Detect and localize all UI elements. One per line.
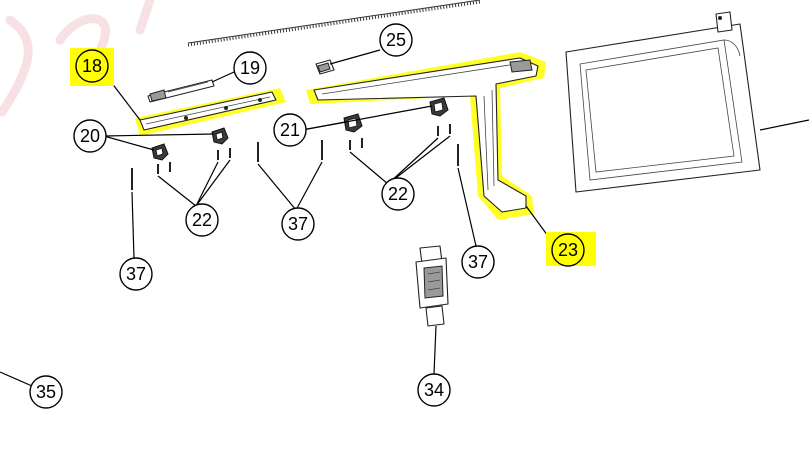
callout-22-left-label: 22: [192, 210, 212, 230]
part-34-latch: [415, 245, 449, 327]
part-22-screws-left: [157, 148, 231, 174]
part-22-screws-right: [349, 124, 451, 150]
corner-part: [715, 11, 733, 33]
leader-lines: [103, 49, 549, 375]
part-37-screws: [131, 140, 459, 190]
callout-25: 25: [379, 23, 413, 57]
callout-19: 19: [233, 51, 267, 85]
callout-37-left: 37: [119, 257, 153, 291]
leader-35: [0, 371, 33, 387]
top-rod: [187, 0, 481, 47]
part-21-clips: [343, 97, 449, 133]
part-20-clips: [151, 127, 229, 161]
callout-18: 18: [70, 48, 114, 86]
part-19-handle: [147, 79, 215, 103]
callout-21-label: 21: [280, 120, 300, 140]
callout-25-label: 25: [386, 30, 406, 50]
callout-34-label: 34: [424, 380, 444, 400]
callout-19-label: 19: [240, 58, 260, 78]
callout-20-label: 20: [80, 126, 100, 146]
callout-22-right: 22: [381, 177, 415, 211]
callout-18-label: 18: [82, 56, 102, 76]
callout-20: 20: [73, 119, 107, 153]
callout-37-mid-label: 37: [288, 214, 308, 234]
callout-37-right: 37: [461, 245, 495, 279]
callout-35-label: 35: [36, 382, 56, 402]
callout-34: 34: [417, 373, 451, 407]
part-18-rail: [135, 88, 286, 136]
window-panel: [565, 23, 809, 193]
watermark: [0, 0, 155, 117]
callout-37-right-label: 37: [468, 252, 488, 272]
callout-37-mid: 37: [281, 207, 315, 241]
callout-35: 35: [29, 375, 63, 409]
callout-23-label: 23: [558, 240, 578, 260]
part-25-bracket: [315, 59, 335, 75]
callout-23: 23: [546, 232, 596, 267]
callout-22-left: 22: [185, 203, 219, 237]
callout-37-left-label: 37: [126, 264, 146, 284]
callout-22-right-label: 22: [388, 184, 408, 204]
callout-21: 21: [273, 113, 307, 147]
part-23-header: [306, 52, 546, 220]
